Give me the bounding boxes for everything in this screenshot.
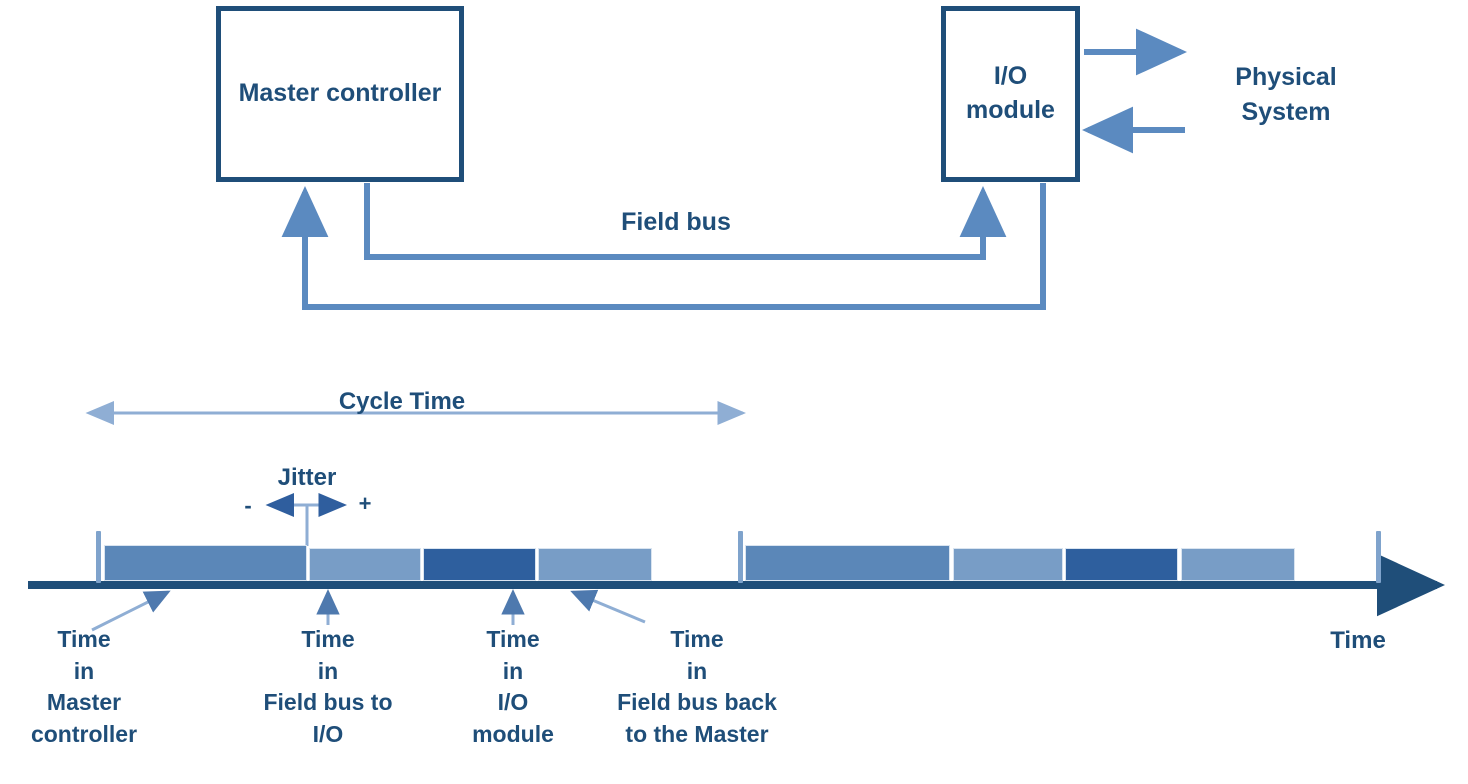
cycle-marker-tick — [96, 531, 101, 583]
cycle-marker-tick — [738, 531, 743, 583]
fieldbus-master-to-io-path — [364, 183, 1007, 260]
master-controller-box: Master controller — [216, 6, 464, 182]
annotation-time-in-master-controller: Time in Master controller — [30, 626, 138, 748]
master-controller-label: Master controller — [238, 79, 442, 108]
annotation-time-in-field-bus-to-io: Time in Field bus to I/O — [263, 626, 393, 748]
io-module-label: I/O module — [966, 62, 1055, 124]
io-module-block — [423, 548, 536, 581]
cycle-time-label: Cycle Time — [338, 388, 466, 415]
jitter-minus-label: - — [244, 493, 252, 518]
leader-master-controller — [91, 590, 171, 632]
fieldbus-back-block — [1181, 548, 1295, 581]
time-axis-label: Time — [1330, 627, 1386, 654]
cycle-marker-tick — [1376, 531, 1381, 583]
physical-system-label: Physical System — [1235, 63, 1337, 126]
leader-fieldbus-back — [570, 589, 646, 624]
fieldbus-io-to-master-path — [281, 183, 1046, 310]
io-module-box: I/O module — [941, 6, 1080, 182]
jitter-label: Jitter — [277, 464, 337, 491]
master-controller-block — [104, 545, 307, 581]
annotation-time-in-io-module: Time in I/O module — [472, 626, 554, 748]
fieldbus-to-io-block — [953, 548, 1063, 581]
fieldbus-back-block — [538, 548, 652, 581]
master-controller-block — [745, 545, 950, 581]
fieldbus-to-io-block — [309, 548, 421, 581]
annotation-time-in-field-bus-back-to-master: Time in Field bus back to the Master — [617, 626, 777, 748]
field-bus-label: Field bus — [621, 208, 731, 236]
io-module-block — [1065, 548, 1178, 581]
jitter-plus-label: + — [358, 491, 372, 516]
